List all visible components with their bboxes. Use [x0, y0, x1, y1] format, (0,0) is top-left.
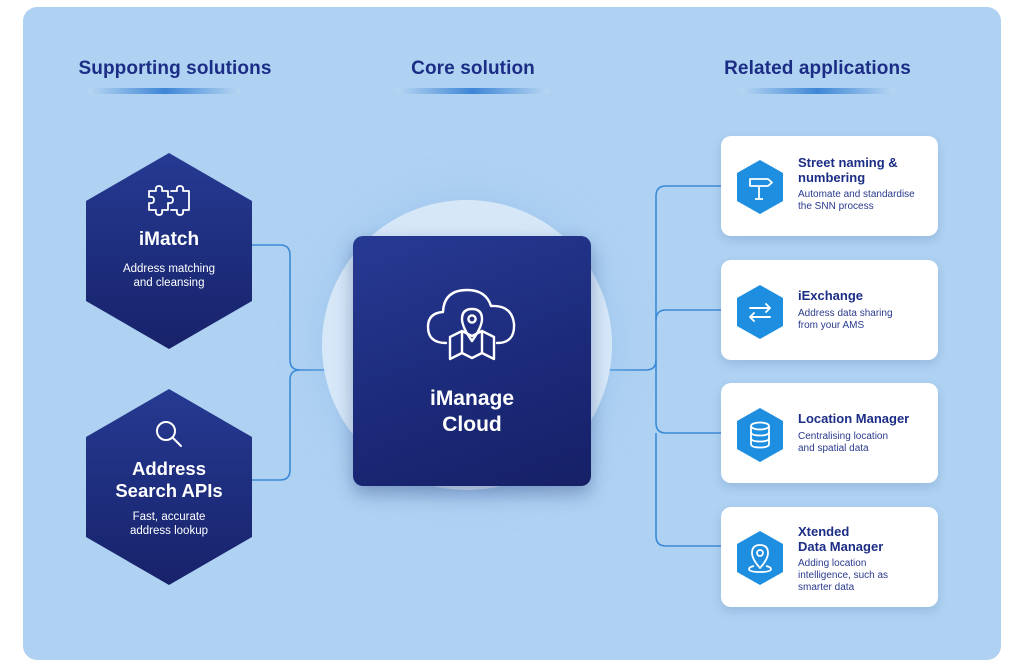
- card-street-naming-title-line-1: Street naming &: [798, 155, 898, 170]
- card-xtended-desc-line-2: intelligence, such as: [798, 570, 889, 581]
- card-xtended-desc-line-3: smarter data: [798, 582, 855, 593]
- address-search-title-line-2: Search APIs: [115, 480, 223, 501]
- core-title: iManage Cloud: [353, 386, 591, 438]
- card-street-naming-desc-line-1: Automate and standardise: [798, 189, 915, 200]
- address-search-desc-line-2: address lookup: [130, 525, 208, 537]
- database-icon: [737, 408, 783, 462]
- card-street-naming-desc: Automate and standardise the SNN process: [798, 189, 933, 213]
- connector-street-naming: [655, 185, 721, 370]
- card-street-naming-title: Street naming & numbering: [798, 155, 933, 185]
- card-location-manager-desc-line-2: and spatial data: [798, 443, 869, 454]
- core-title-line-2: Cloud: [442, 413, 502, 436]
- card-xtended-title: Xtended Data Manager: [798, 524, 933, 554]
- address-search-description: Fast, accurate address lookup: [84, 510, 254, 538]
- heading-underline-right: [740, 88, 895, 94]
- exchange-arrows-icon: [737, 285, 783, 339]
- card-iexchange-desc-line-1: Address data sharing: [798, 308, 893, 319]
- imatch-hexagon: [86, 153, 252, 349]
- connector-imatch: [240, 244, 353, 371]
- cloud-map-pin-icon: [426, 288, 516, 361]
- heading-underline-center: [396, 88, 549, 94]
- heading-underline-left: [88, 88, 241, 94]
- card-street-naming: Street naming & numbering Automate and s…: [721, 136, 938, 236]
- card-iexchange-desc-line-2: from your AMS: [798, 320, 865, 331]
- imatch-desc-line-2: and cleansing: [133, 277, 205, 289]
- connector-xtended: [655, 433, 721, 547]
- card-iexchange-title: iExchange: [798, 288, 864, 303]
- connector-search-apis: [240, 369, 301, 481]
- heading-supporting-solutions: Supporting solutions: [78, 58, 272, 79]
- card-location-manager: Location Manager Centralising location a…: [721, 383, 938, 483]
- card-xtended-title-line-1: Xtended: [798, 524, 850, 539]
- card-iexchange-desc: Address data sharing from your AMS: [798, 308, 933, 332]
- signpost-icon: [737, 160, 783, 214]
- card-location-manager-desc-line-1: Centralising location: [798, 431, 889, 442]
- address-search-title: Address Search APIs: [84, 458, 254, 502]
- search-icon: [156, 421, 182, 447]
- connector-location-manager: [655, 370, 721, 434]
- heading-related-applications: Related applications: [724, 58, 911, 79]
- card-xtended-desc-line-1: Adding location: [798, 558, 867, 569]
- heading-core-solution: Core solution: [411, 58, 535, 79]
- address-search-desc-line-1: Fast, accurate: [132, 511, 206, 523]
- connector-iexchange: [655, 309, 721, 321]
- card-xtended-desc: Adding location intelligence, such as sm…: [798, 558, 933, 594]
- map-pin-icon: [737, 531, 783, 585]
- card-xtended-data-manager: Xtended Data Manager Adding location int…: [721, 507, 938, 607]
- address-search-title-line-1: Address: [131, 458, 207, 479]
- card-iexchange: iExchange Address data sharing from your…: [721, 260, 938, 360]
- imatch-desc-line-1: Address matching: [122, 263, 216, 275]
- card-street-naming-title-line-2: numbering: [798, 170, 866, 185]
- card-xtended-title-line-2: Data Manager: [798, 539, 884, 554]
- core-solution-box: iManage Cloud: [353, 236, 591, 486]
- imatch-title: iMatch: [138, 229, 200, 250]
- card-street-naming-desc-line-2: the SNN process: [798, 201, 874, 212]
- imatch-description: Address matching and cleansing: [84, 262, 254, 290]
- card-location-manager-title: Location Manager: [798, 411, 910, 426]
- address-search-hexagon: [86, 389, 252, 585]
- card-location-manager-desc: Centralising location and spatial data: [798, 431, 933, 455]
- core-title-line-1: iManage: [429, 387, 515, 410]
- puzzle-icon: [148, 185, 190, 216]
